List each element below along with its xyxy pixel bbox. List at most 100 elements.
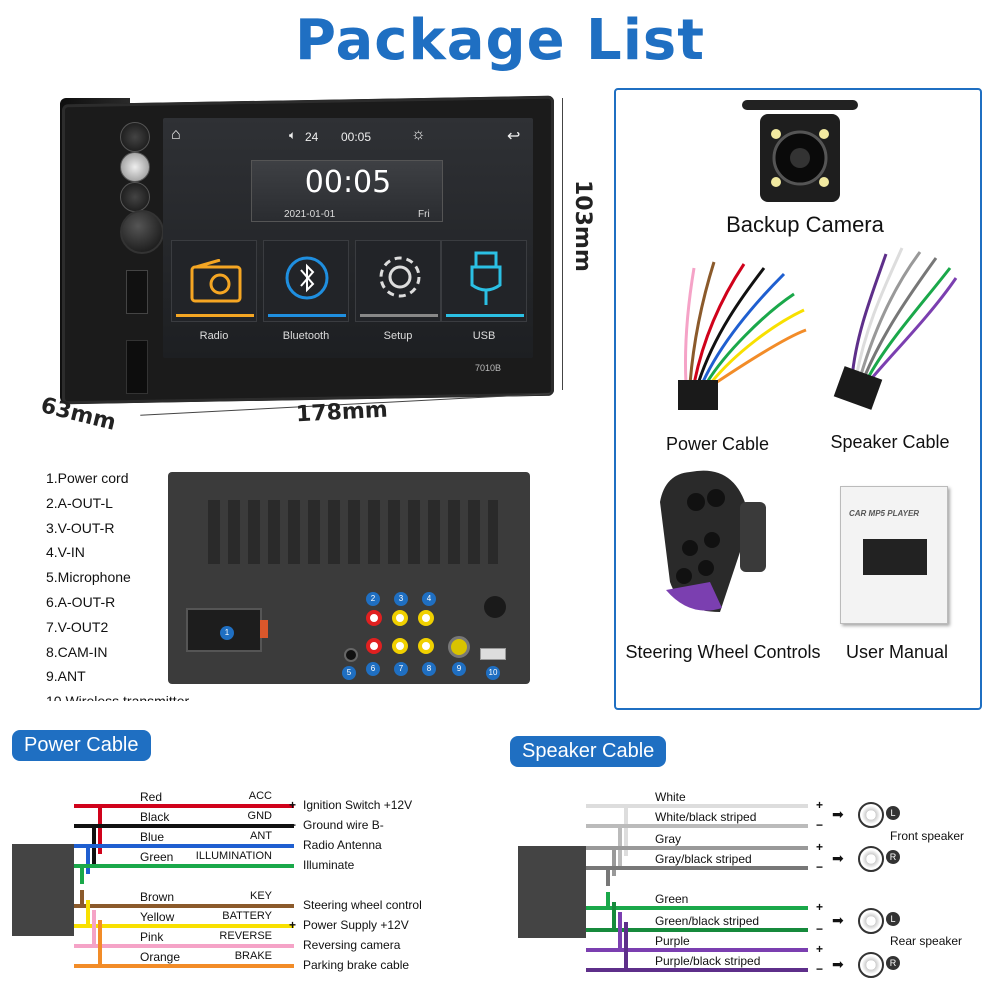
speaker-wire-label: Gray [655, 832, 682, 846]
speaker-wire-riser [618, 824, 622, 866]
power-wire-riser [92, 910, 96, 948]
speaker-wire [586, 948, 808, 952]
prev-track-button [120, 122, 150, 152]
speaker-wire [586, 824, 808, 828]
tile-radio-bar [176, 314, 254, 317]
model-number: 7010B [475, 363, 502, 373]
power-wire-function: Illuminate [303, 858, 355, 872]
backup-camera-label: Backup Camera [726, 212, 884, 237]
polarity-sign: + [289, 798, 297, 812]
home-icon: ⌂ [171, 126, 181, 143]
back-panel: 1 2 3 4 5 6 7 8 9 10 [168, 472, 530, 684]
power-wire-color: Black [140, 810, 170, 824]
power-wire-riser [80, 890, 84, 908]
power-wire-color: Brown [140, 890, 175, 904]
polarity-sign: − [289, 818, 297, 832]
power-wire-function: Parking brake cable [303, 958, 410, 972]
tile-setup-bar [360, 314, 438, 317]
power-wire-pin: KEY [249, 890, 272, 902]
clock-time: 00:05 [304, 165, 392, 200]
tile-bluetooth-label: Bluetooth [282, 330, 330, 342]
port-item: 7.V-OUT2 [46, 618, 109, 635]
clock-widget: 00:05 2021-01-01 Fri [251, 160, 443, 222]
speaker-wire-label: Purple/black striped [655, 954, 761, 968]
port-list: 1.Power cord 2.A-OUT-L 3.V-OUT-R 4.V-IN … [46, 466, 189, 701]
tile-setup-label: Setup [383, 330, 413, 342]
rca-jack [418, 610, 434, 626]
volume-icon: 🔈︎ [289, 128, 297, 142]
power-cable-image [678, 261, 807, 410]
arrow-icon: ➡ [832, 806, 844, 822]
speaker-wire-riser [606, 892, 610, 910]
tile-usb [441, 240, 527, 322]
speaker-wire-riser [624, 922, 628, 972]
port-item: 1.Power cord [46, 470, 129, 486]
polarity-sign: + [816, 900, 824, 914]
speaker-wire [586, 906, 808, 910]
port-item: 4.V-IN [46, 544, 85, 561]
card-slot [126, 340, 148, 394]
status-bar: ⌂ 🔈︎ 24 00:05 ☼ ↩ [163, 126, 533, 150]
polarity-sign: + [816, 798, 824, 812]
antenna-jack [448, 636, 470, 658]
power-wire-function: Reversing camera [303, 938, 401, 952]
speaker-wire-riser [624, 804, 628, 856]
power-cable-label: Power Cable [665, 434, 770, 454]
port-item: 2.A-OUT-L [46, 494, 113, 511]
speaker-side-badge: L [886, 806, 900, 820]
power-cable-heading: Power Cable [12, 730, 151, 761]
power-wire-color: Green [140, 850, 174, 864]
tile-bluetooth [263, 240, 349, 322]
port-number: 5 [342, 666, 356, 680]
speaker-icon [858, 846, 884, 872]
port-number: 8 [422, 662, 436, 676]
port-item: 10 Wireless transmitter [46, 693, 190, 702]
speaker-wire-label: Gray/black striped [655, 852, 752, 866]
speaker-icon [858, 952, 884, 978]
port-number: 2 [366, 592, 380, 606]
polarity-sign: − [816, 818, 824, 832]
rca-jack [366, 610, 382, 626]
gear-icon [379, 256, 421, 298]
speaker-wire [586, 846, 808, 850]
power-wire-riser [98, 804, 102, 854]
speaker-wire-label: White/black striped [655, 810, 757, 824]
user-manual-label: User Manual [845, 642, 949, 662]
tile-setup [355, 240, 441, 322]
speaker-wire [586, 804, 808, 808]
tile-usb-bar [446, 314, 524, 317]
power-wire [74, 864, 294, 868]
speaker-cable-label: Speaker Cable [830, 432, 950, 452]
polarity-sign: − [816, 860, 824, 874]
speaker-side-badge: L [886, 912, 900, 926]
port-item: 3.V-OUT-R [46, 519, 115, 536]
polarity-sign: − [816, 922, 824, 936]
height-dimension: 103mm [570, 180, 595, 272]
power-wire [74, 904, 294, 908]
power-wire-pin: ANT [250, 830, 272, 842]
power-wire-color: Pink [140, 930, 164, 944]
speaker-wire-riser [618, 912, 622, 952]
speaker-cable-heading: Speaker Cable [510, 736, 667, 767]
power-wire-function: Ground wire B- [303, 818, 384, 832]
port-item: 9.ANT [46, 668, 86, 685]
power-connector [12, 844, 74, 936]
port-number: 10 [486, 666, 500, 680]
power-wire-function: Ignition Switch +12V [303, 798, 413, 812]
speaker-wire [586, 928, 808, 932]
power-wire-color: Red [140, 790, 163, 804]
next-track-button [120, 182, 150, 212]
head-unit-screen: ⌂ 🔈︎ 24 00:05 ☼ ↩ 00:05 2021-01-01 Fri R… [163, 118, 533, 358]
rca-jack [392, 610, 408, 626]
speaker-wire-label: Green/black striped [655, 914, 760, 928]
usb-icon [470, 251, 502, 305]
power-wire [74, 804, 294, 808]
power-button [120, 152, 150, 182]
polarity-sign: + [816, 840, 824, 854]
port-number: 6 [366, 662, 380, 676]
speaker-wire-riser [612, 846, 616, 876]
power-wire-pin: REVERSE [219, 930, 272, 942]
tile-usb-label: USB [472, 330, 496, 342]
power-wire [74, 844, 294, 848]
speaker-wire-label: White [655, 790, 686, 804]
